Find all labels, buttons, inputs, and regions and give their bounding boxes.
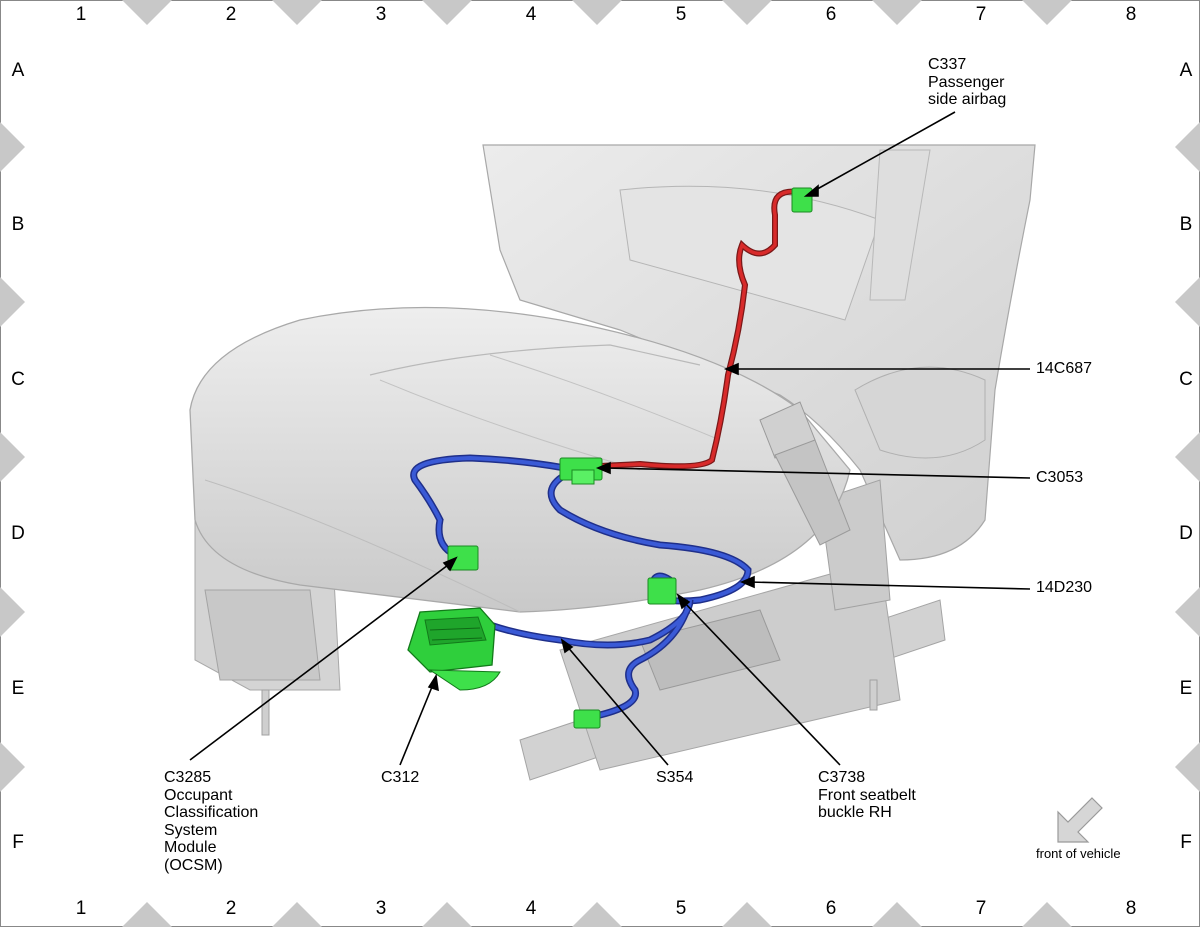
- grid-col-4-bottom: 4: [525, 898, 537, 919]
- grid-col-1-top: 1: [75, 4, 87, 25]
- grid-row-f-left: F: [12, 832, 24, 853]
- grid-row-f-right: F: [1180, 832, 1192, 853]
- grid-col-3-top: 3: [375, 4, 387, 25]
- module-c312-ocsm: [407, 607, 501, 691]
- grid-row-b-left: B: [11, 214, 25, 235]
- grid-row-d-right: D: [1179, 523, 1193, 544]
- connector-c3053: [559, 457, 603, 485]
- grid-col-5-top: 5: [675, 4, 687, 25]
- connector-c3738: [647, 577, 677, 605]
- callout-c3053: C3053: [1036, 469, 1084, 486]
- grid-row-e-left: E: [11, 678, 25, 699]
- leader-lines: [189, 111, 1031, 766]
- grid-row-e-right: E: [1179, 678, 1193, 699]
- connector-small-rail: [573, 709, 601, 729]
- grid-col-1-bottom: 1: [75, 898, 87, 919]
- callout-c312: C312: [381, 769, 420, 786]
- grid-row-c-left: C: [11, 369, 25, 390]
- grid-col-3-bottom: 3: [375, 898, 387, 919]
- grid-col-7-bottom: 7: [975, 898, 987, 919]
- callout-s354: S354: [656, 769, 694, 786]
- callout-c3738: C3738 Front seatbelt buckle RH: [818, 769, 916, 821]
- grid-row-a-right: A: [1179, 60, 1193, 81]
- grid-col-7-top: 7: [975, 4, 987, 25]
- callout-c3285: C3285 Occupant Classification System Mod…: [164, 769, 259, 874]
- seat-illustration: [189, 144, 1036, 781]
- grid-col-8-bottom: 8: [1125, 898, 1137, 919]
- grid-col-2-bottom: 2: [225, 898, 237, 919]
- grid-row-d-left: D: [11, 523, 25, 544]
- grid-col-2-top: 2: [225, 4, 237, 25]
- arrow-down-left-icon: [1057, 797, 1103, 843]
- connector-c337: [791, 187, 813, 213]
- connector-c3285: [447, 545, 479, 571]
- grid-row-c-right: C: [1179, 369, 1193, 390]
- harness-14c687-red: [597, 188, 803, 470]
- front-of-vehicle-label: front of vehicle: [1036, 846, 1121, 861]
- grid-row-a-left: A: [11, 60, 25, 81]
- grid-col-6-top: 6: [825, 4, 837, 25]
- grid-col-8-top: 8: [1125, 4, 1137, 25]
- callout-14c687: 14C687: [1036, 360, 1093, 377]
- callout-c337: C337 Passenger side airbag: [928, 56, 1007, 108]
- grid-col-4-top: 4: [525, 4, 537, 25]
- callout-14d230: 14D230: [1036, 579, 1093, 596]
- grid-row-b-right: B: [1179, 214, 1193, 235]
- grid-col-6-bottom: 6: [825, 898, 837, 919]
- grid-col-5-bottom: 5: [675, 898, 687, 919]
